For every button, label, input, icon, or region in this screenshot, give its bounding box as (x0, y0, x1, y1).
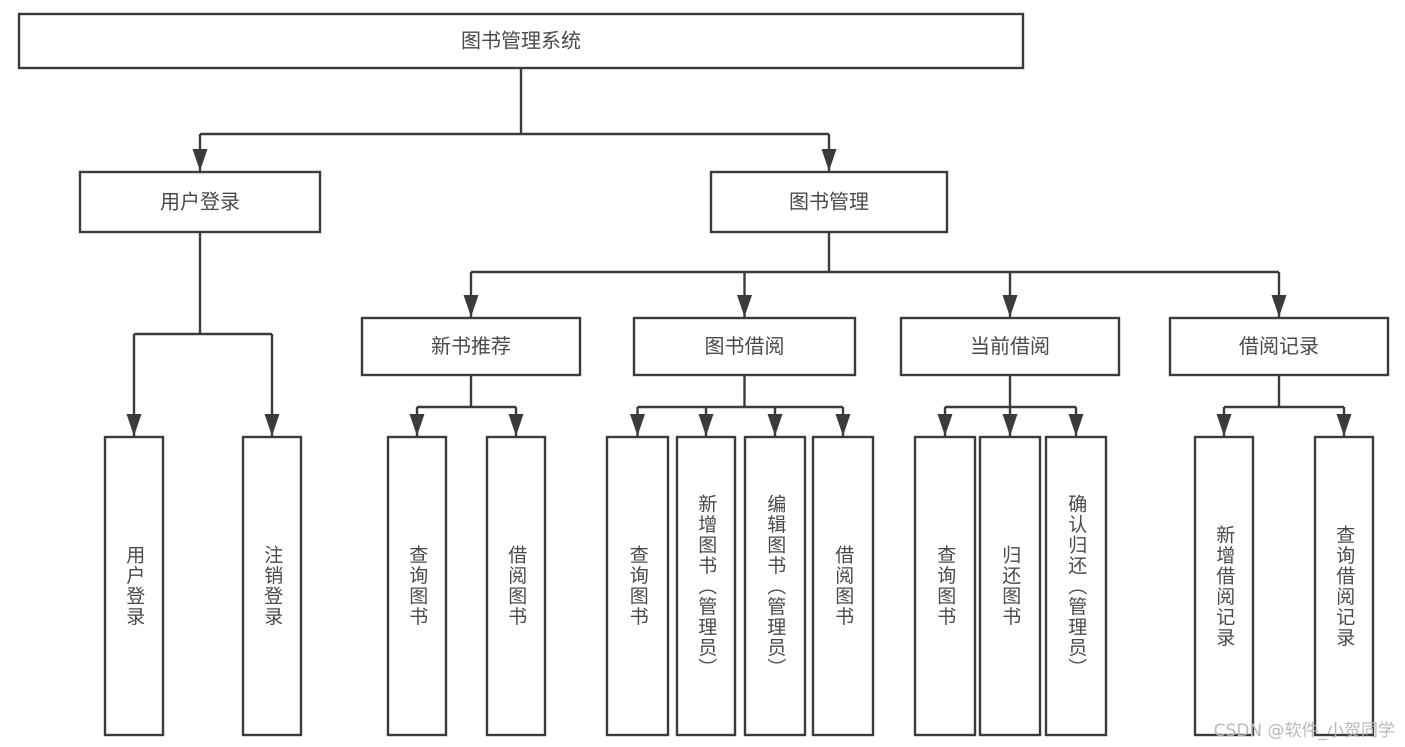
arrow-head-icon (1336, 414, 1352, 436)
arrow-head-icon (767, 414, 783, 436)
node-label-current-borrow: 当前借阅 (970, 334, 1050, 358)
node-box-leaf-query-book-borrow[interactable] (605, 435, 670, 737)
arrow-head-icon (737, 295, 752, 317)
node-box-new-book-recommend[interactable] (360, 316, 582, 377)
node-label-user-login: 用户登录 (160, 190, 240, 214)
node-box-leaf-query-book-recommend[interactable] (386, 435, 448, 737)
node-box-borrow-record[interactable] (1168, 316, 1390, 377)
arrow-head-icon (264, 414, 280, 436)
node-box-leaf-logout[interactable] (241, 435, 303, 737)
node-box-leaf-edit-book-admin[interactable] (743, 435, 807, 737)
node-box-leaf-add-borrow-record[interactable] (1193, 435, 1255, 737)
node-label-new-book-recommend: 新书推荐 (431, 334, 511, 358)
arrow-head-icon (1002, 295, 1018, 317)
node-box-leaf-confirm-return-admin[interactable] (1044, 435, 1108, 737)
node-label-book-borrow: 图书借阅 (705, 334, 785, 358)
arrow-head-icon (835, 414, 851, 436)
arrow-head-icon (1068, 414, 1084, 436)
arrow-head-icon (821, 149, 837, 171)
arrow-head-icon (1271, 295, 1287, 317)
node-label-borrow-record: 借阅记录 (1239, 334, 1319, 358)
arrow-head-icon (1002, 414, 1018, 436)
arrow-head-icon (508, 414, 524, 436)
node-box-current-borrow[interactable] (899, 316, 1121, 377)
arrow-head-icon (409, 414, 425, 436)
node-boxes (17, 12, 1390, 737)
node-box-leaf-borrow-book[interactable] (811, 435, 875, 737)
node-label-book-management: 图书管理 (789, 190, 869, 214)
node-box-leaf-user-login[interactable] (103, 435, 165, 737)
node-box-root[interactable] (17, 12, 1025, 70)
connector-lines (126, 68, 1352, 436)
arrow-head-icon (1216, 414, 1232, 436)
watermark-text: CSDN @软件_小贺同学 (1213, 721, 1395, 741)
arrow-head-icon (192, 149, 208, 171)
node-box-leaf-borrow-book-recommend[interactable] (485, 435, 547, 737)
node-box-book-borrow[interactable] (632, 316, 857, 377)
node-box-leaf-add-book-admin[interactable] (675, 435, 737, 737)
arrow-head-icon (937, 414, 953, 436)
arrow-head-icon (463, 295, 479, 317)
node-label-root: 图书管理系统 (461, 29, 581, 53)
node-box-leaf-return-book[interactable] (978, 435, 1042, 737)
node-box-leaf-query-borrow-record[interactable] (1313, 435, 1375, 737)
arrow-head-icon (698, 414, 714, 436)
node-box-leaf-query-book-current[interactable] (913, 435, 977, 737)
node-box-user-login[interactable] (78, 170, 322, 234)
arrow-head-icon (630, 414, 645, 436)
node-box-book-management[interactable] (709, 170, 949, 234)
arrow-head-icon (126, 414, 142, 436)
